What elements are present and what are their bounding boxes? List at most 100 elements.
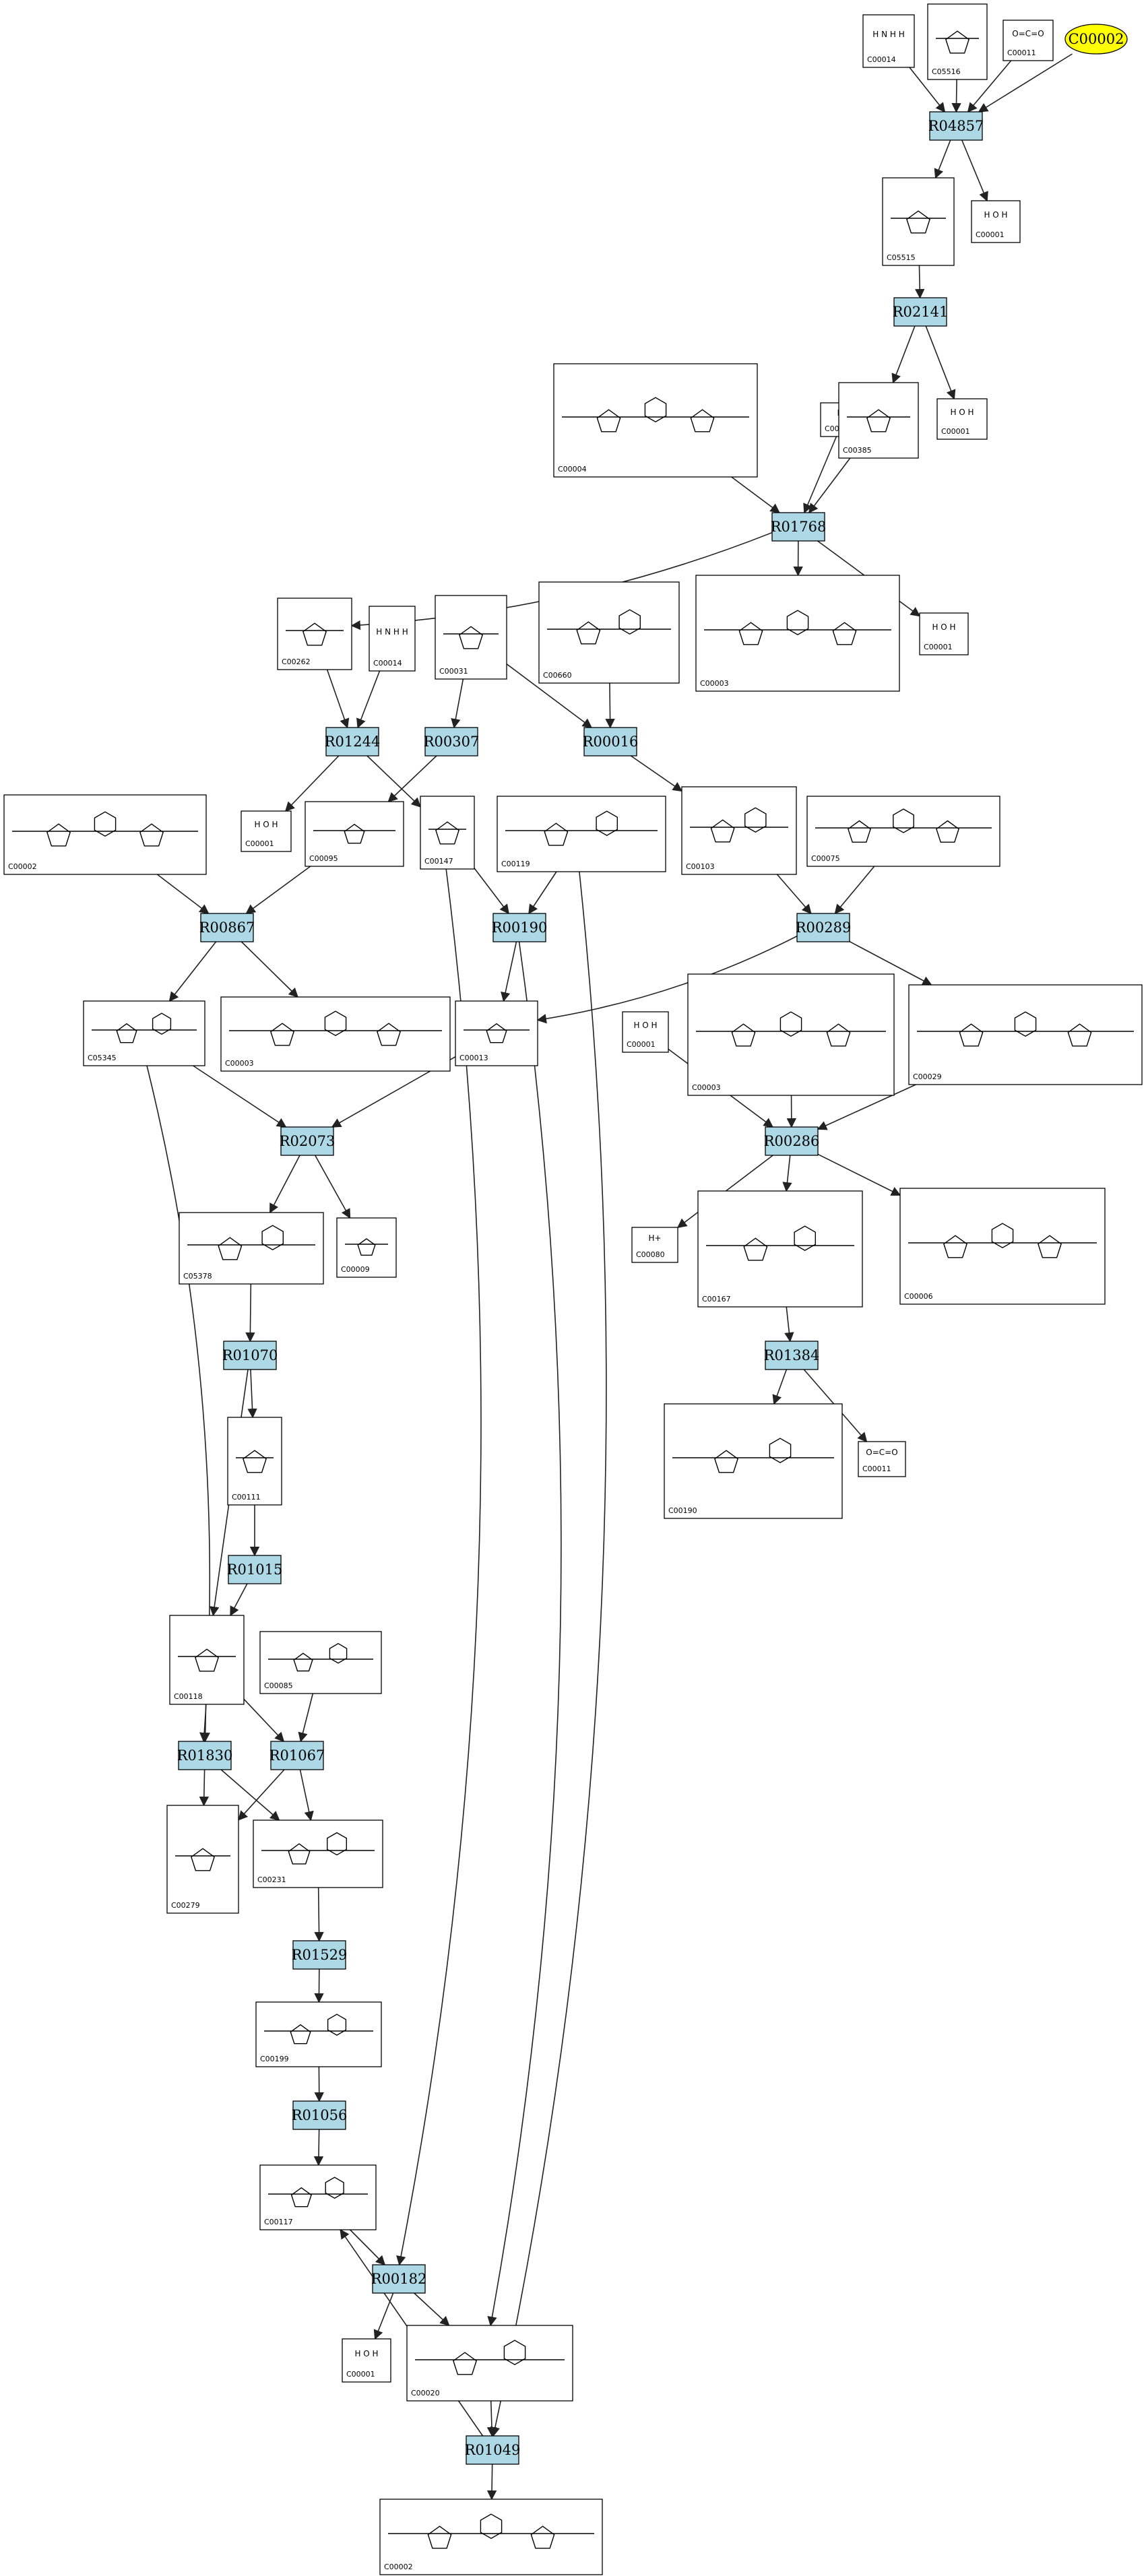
compound-id: C00001 xyxy=(346,2370,375,2379)
reaction-node[interactable]: R00307 xyxy=(424,727,480,756)
molecule-ring xyxy=(270,1023,294,1046)
reaction-node[interactable]: R01049 xyxy=(465,2435,521,2465)
reaction-box xyxy=(292,2100,346,2130)
compound-node[interactable]: C00004 xyxy=(553,363,758,478)
compound-id: C00080 xyxy=(636,1250,665,1259)
molecule-ring xyxy=(906,210,930,234)
compound-id: C00011 xyxy=(862,1464,891,1473)
reaction-node[interactable]: R00016 xyxy=(583,727,639,756)
reaction-node[interactable]: R04857 xyxy=(928,111,984,141)
compound-node[interactable]: C00003 xyxy=(687,973,895,1096)
compound-node[interactable]: C00003 xyxy=(220,996,451,1072)
compound-node[interactable]: C00095 xyxy=(305,801,404,867)
structure-drawing: O=C=O xyxy=(866,1448,897,1457)
compound-node[interactable]: C00117 xyxy=(259,2164,377,2230)
molecule-ring xyxy=(377,1023,401,1046)
reaction-node[interactable]: R00289 xyxy=(796,913,852,942)
compound-node[interactable]: C00031 xyxy=(435,595,507,680)
start-compound-node[interactable]: C00002 xyxy=(1064,24,1128,55)
compound-id: C05516 xyxy=(932,67,961,76)
compound-node[interactable]: H+ C00080 xyxy=(631,1227,678,1263)
compound-node[interactable]: C00231 xyxy=(253,1820,383,1888)
compound-node[interactable]: C00199 xyxy=(255,2001,382,2067)
compound-node[interactable]: C00111 xyxy=(227,1417,282,1506)
reaction-edge xyxy=(528,871,557,915)
structure-drawing xyxy=(286,622,344,646)
reaction-node[interactable]: R02073 xyxy=(280,1126,336,1156)
compound-node[interactable]: C00103 xyxy=(681,786,797,875)
compound-box xyxy=(631,1227,678,1263)
reaction-box xyxy=(796,913,850,942)
compound-node[interactable]: C05516 xyxy=(927,3,988,80)
compound-node[interactable]: C00020 xyxy=(406,2325,573,2402)
compound-id: C05378 xyxy=(183,1272,212,1281)
reaction-node[interactable]: R00190 xyxy=(492,913,548,942)
reaction-label: R00867 xyxy=(199,920,255,936)
compound-node[interactable]: C00119 xyxy=(497,796,666,872)
compound-node[interactable]: C05378 xyxy=(179,1212,324,1285)
structure-drawing xyxy=(268,1642,373,1672)
compound-node[interactable]: C05345 xyxy=(83,1000,205,1066)
reaction-edge xyxy=(220,1769,280,1821)
compound-id: C00262 xyxy=(282,657,311,666)
compound-node[interactable]: C00013 xyxy=(455,1000,538,1066)
structure-text: H+ xyxy=(648,1233,661,1243)
compound-id: C00117 xyxy=(264,2218,293,2226)
compound-node[interactable]: C00002 xyxy=(3,794,207,875)
reaction-node[interactable]: R01015 xyxy=(227,1555,283,1584)
reaction-node[interactable]: R00867 xyxy=(199,913,255,942)
molecule-ring xyxy=(46,823,71,847)
molecule-ring xyxy=(480,2513,503,2540)
compound-node[interactable]: C00085 xyxy=(259,1631,382,1694)
compound-node[interactable]: C00262 xyxy=(277,598,352,670)
molecule-ring xyxy=(544,823,569,846)
molecule-ring xyxy=(769,1438,792,1464)
compound-node[interactable]: C00006 xyxy=(899,1188,1106,1305)
compound-node[interactable]: C00385 xyxy=(838,382,919,459)
compound-node[interactable]: C00002 xyxy=(379,2499,603,2575)
compound-node[interactable]: C00147 xyxy=(420,796,475,870)
compound-node[interactable]: C00075 xyxy=(806,796,1000,867)
reaction-node[interactable]: R01830 xyxy=(177,1741,233,1770)
compound-node[interactable]: C00279 xyxy=(166,1805,239,1914)
compound-node[interactable]: C00190 xyxy=(664,1403,843,1519)
compound-node[interactable]: C00009 xyxy=(336,1217,397,1278)
reaction-node[interactable]: R01244 xyxy=(325,727,381,756)
reaction-node[interactable]: R01529 xyxy=(292,1940,348,1970)
reaction-node[interactable]: R00182 xyxy=(371,2264,427,2294)
reaction-node[interactable]: R00286 xyxy=(764,1126,820,1156)
compound-id: C00001 xyxy=(941,427,970,436)
reaction-node[interactable]: R01070 xyxy=(222,1341,278,1370)
reaction-box xyxy=(424,727,478,756)
compound-node[interactable]: C00167 xyxy=(697,1190,863,1308)
structure-drawing xyxy=(345,1238,388,1256)
reaction-node[interactable]: R01067 xyxy=(269,1741,325,1770)
compound-id: C00231 xyxy=(257,1875,286,1884)
reaction-label: R01529 xyxy=(292,1947,348,1963)
compound-node[interactable]: O=C=O C00011 xyxy=(858,1441,906,1477)
reaction-box xyxy=(292,1940,346,1970)
compound-node[interactable]: C05515 xyxy=(882,177,955,266)
reaction-node[interactable]: R01056 xyxy=(292,2100,348,2130)
compound-box xyxy=(3,794,207,875)
reaction-label: R01067 xyxy=(269,1747,325,1764)
compound-node[interactable]: C00003 xyxy=(695,575,900,692)
reaction-node[interactable]: R01768 xyxy=(771,512,827,542)
compound-node[interactable]: C00118 xyxy=(169,1615,245,1705)
compound-node[interactable]: C00660 xyxy=(538,581,680,684)
compound-id: C00003 xyxy=(692,1083,721,1092)
reaction-node[interactable]: R01384 xyxy=(764,1341,820,1370)
compound-node[interactable]: C00029 xyxy=(908,984,1143,1085)
compound-box xyxy=(241,810,292,852)
reaction-node[interactable]: R02141 xyxy=(893,297,949,327)
